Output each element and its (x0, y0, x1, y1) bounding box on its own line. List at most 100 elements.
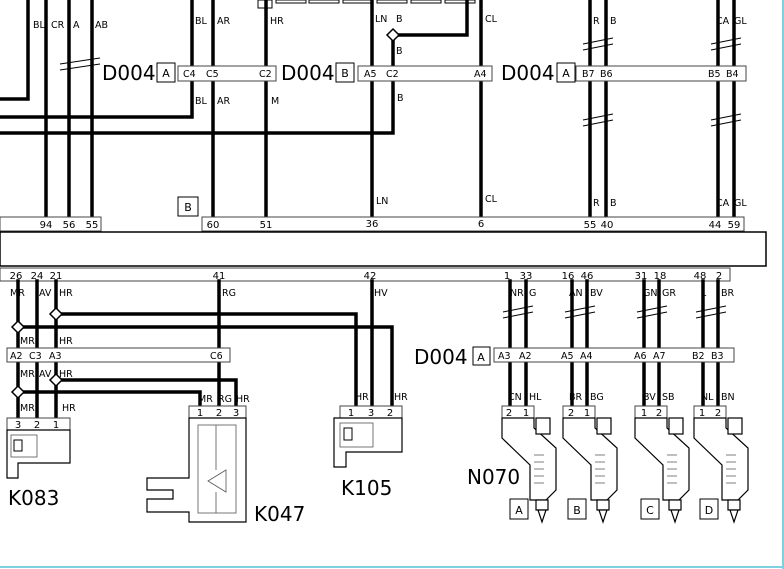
contact-label: A5 (561, 351, 574, 362)
k047-component (146, 405, 247, 523)
pin-number: 31 (635, 271, 648, 282)
contact-label: C6 (210, 351, 223, 362)
wire-label: GR (662, 288, 676, 299)
wire-label: SB (662, 392, 675, 403)
tag-a: A (477, 351, 485, 364)
component-ref-k047: K047 (254, 502, 305, 526)
twist-marks-lower (502, 305, 727, 319)
tag-boxes (156, 62, 719, 520)
tag-b: B (184, 201, 192, 214)
pin-number: 3 (233, 408, 239, 419)
pin-number: 1 (641, 408, 647, 419)
wire-label: MR (20, 336, 35, 347)
contact-label: A4 (580, 351, 593, 362)
tag-a: A (562, 67, 570, 80)
component-ref-k083: K083 (8, 486, 59, 510)
contact-label: A2 (10, 351, 23, 362)
pin-number: 1 (584, 408, 590, 419)
wire-label: HR (59, 369, 73, 380)
wire-label: BV (643, 392, 656, 403)
wire-label: NR (510, 288, 524, 299)
wire-label: MR (20, 369, 35, 380)
ecu-pin-numbers: 94 56 55 60 51 36 6 55 40 44 59 26 24 21… (10, 219, 741, 282)
pin-number: 36 (366, 219, 379, 230)
pin-number: 2 (716, 271, 722, 282)
wire-label: BR (721, 288, 735, 299)
pin-number: 2 (715, 408, 721, 419)
pin-number: 51 (260, 220, 273, 231)
component-pin-numbers: 3 2 1 1 2 3 1 3 2 2 1 2 1 1 2 1 2 (15, 408, 721, 431)
wire-label: HL (529, 392, 542, 403)
wire-label: AN (569, 288, 583, 299)
contact-label: A2 (519, 351, 532, 362)
pin-number: 2 (656, 408, 662, 419)
contact-label: C2 (386, 69, 399, 80)
d004-connector-bars-upper (177, 65, 747, 82)
wire-label: CN (508, 392, 522, 403)
wire-label: HR (59, 288, 73, 299)
contact-label: C3 (29, 351, 42, 362)
pin-number: 1 (348, 408, 354, 419)
wire-label: BG (590, 392, 604, 403)
connector-ref-d004: D004 (501, 61, 555, 85)
wire-label: NL (701, 392, 714, 403)
wire-label: BL (33, 20, 46, 31)
contact-label: B5 (708, 69, 721, 80)
wire-label: MR (20, 403, 35, 414)
injector-d (693, 405, 749, 524)
twist-marks-upper (59, 37, 742, 127)
pin-number: 26 (10, 271, 23, 282)
injector-tag-d: D (705, 504, 713, 517)
wire-label: R (593, 198, 600, 209)
injector-c (634, 405, 690, 524)
pin-number: 1 (523, 408, 529, 419)
connector-ref-d004: D004 (414, 345, 468, 369)
wire-label: HR (236, 394, 250, 405)
pin-number: 3 (368, 408, 374, 419)
contact-label: B3 (711, 351, 724, 362)
pin-number: 1 (197, 408, 203, 419)
pin-number: 2 (387, 408, 393, 419)
wire-label: HR (355, 392, 369, 403)
pin-number: 16 (562, 271, 575, 282)
wire-label: AB (95, 20, 108, 31)
wire-label: MR (198, 394, 213, 405)
wire-label: LN (376, 196, 388, 207)
wire-label: AV (39, 288, 52, 299)
pin-number: 33 (520, 271, 533, 282)
wire-label: B (397, 93, 404, 104)
contact-label: C2 (259, 69, 272, 80)
component-ref-n070: N070 (467, 465, 520, 489)
wire-label: AR (217, 16, 230, 27)
wire-label: AR (217, 96, 230, 107)
pin-number: 18 (654, 271, 667, 282)
wire-label: B (396, 46, 403, 57)
k105-component (333, 405, 403, 468)
connector-ref-d004: D004 (281, 61, 335, 85)
tag-labels: A B A B A A B C D (162, 67, 713, 517)
tag-a: A (162, 67, 170, 80)
contact-label: A5 (364, 69, 377, 80)
upper-wires (0, 0, 736, 219)
wire-label: G (529, 288, 536, 299)
injector-tag-c: C (646, 504, 654, 517)
wire-label: BL (195, 16, 208, 27)
ecu-pin-rows (0, 216, 767, 282)
wire-label: HR (62, 403, 76, 414)
tag-b: B (341, 67, 349, 80)
wire-label: B (610, 198, 617, 209)
pin-number: 2 (216, 408, 222, 419)
contact-label: B6 (600, 69, 613, 80)
pin-number: 1 (504, 271, 510, 282)
wire-label: B (396, 14, 403, 25)
component-ref-k105: K105 (341, 476, 392, 500)
wire-label: CR (51, 20, 65, 31)
wire-label: HV (374, 288, 388, 299)
wire-label: CL (485, 194, 498, 205)
pin-number: 44 (709, 220, 722, 231)
injector-b (562, 405, 618, 524)
wire-label: L (701, 288, 707, 299)
pin-number: 2 (568, 408, 574, 419)
wire-label: HR (394, 392, 408, 403)
upper-splice-nodes (385, 27, 401, 43)
